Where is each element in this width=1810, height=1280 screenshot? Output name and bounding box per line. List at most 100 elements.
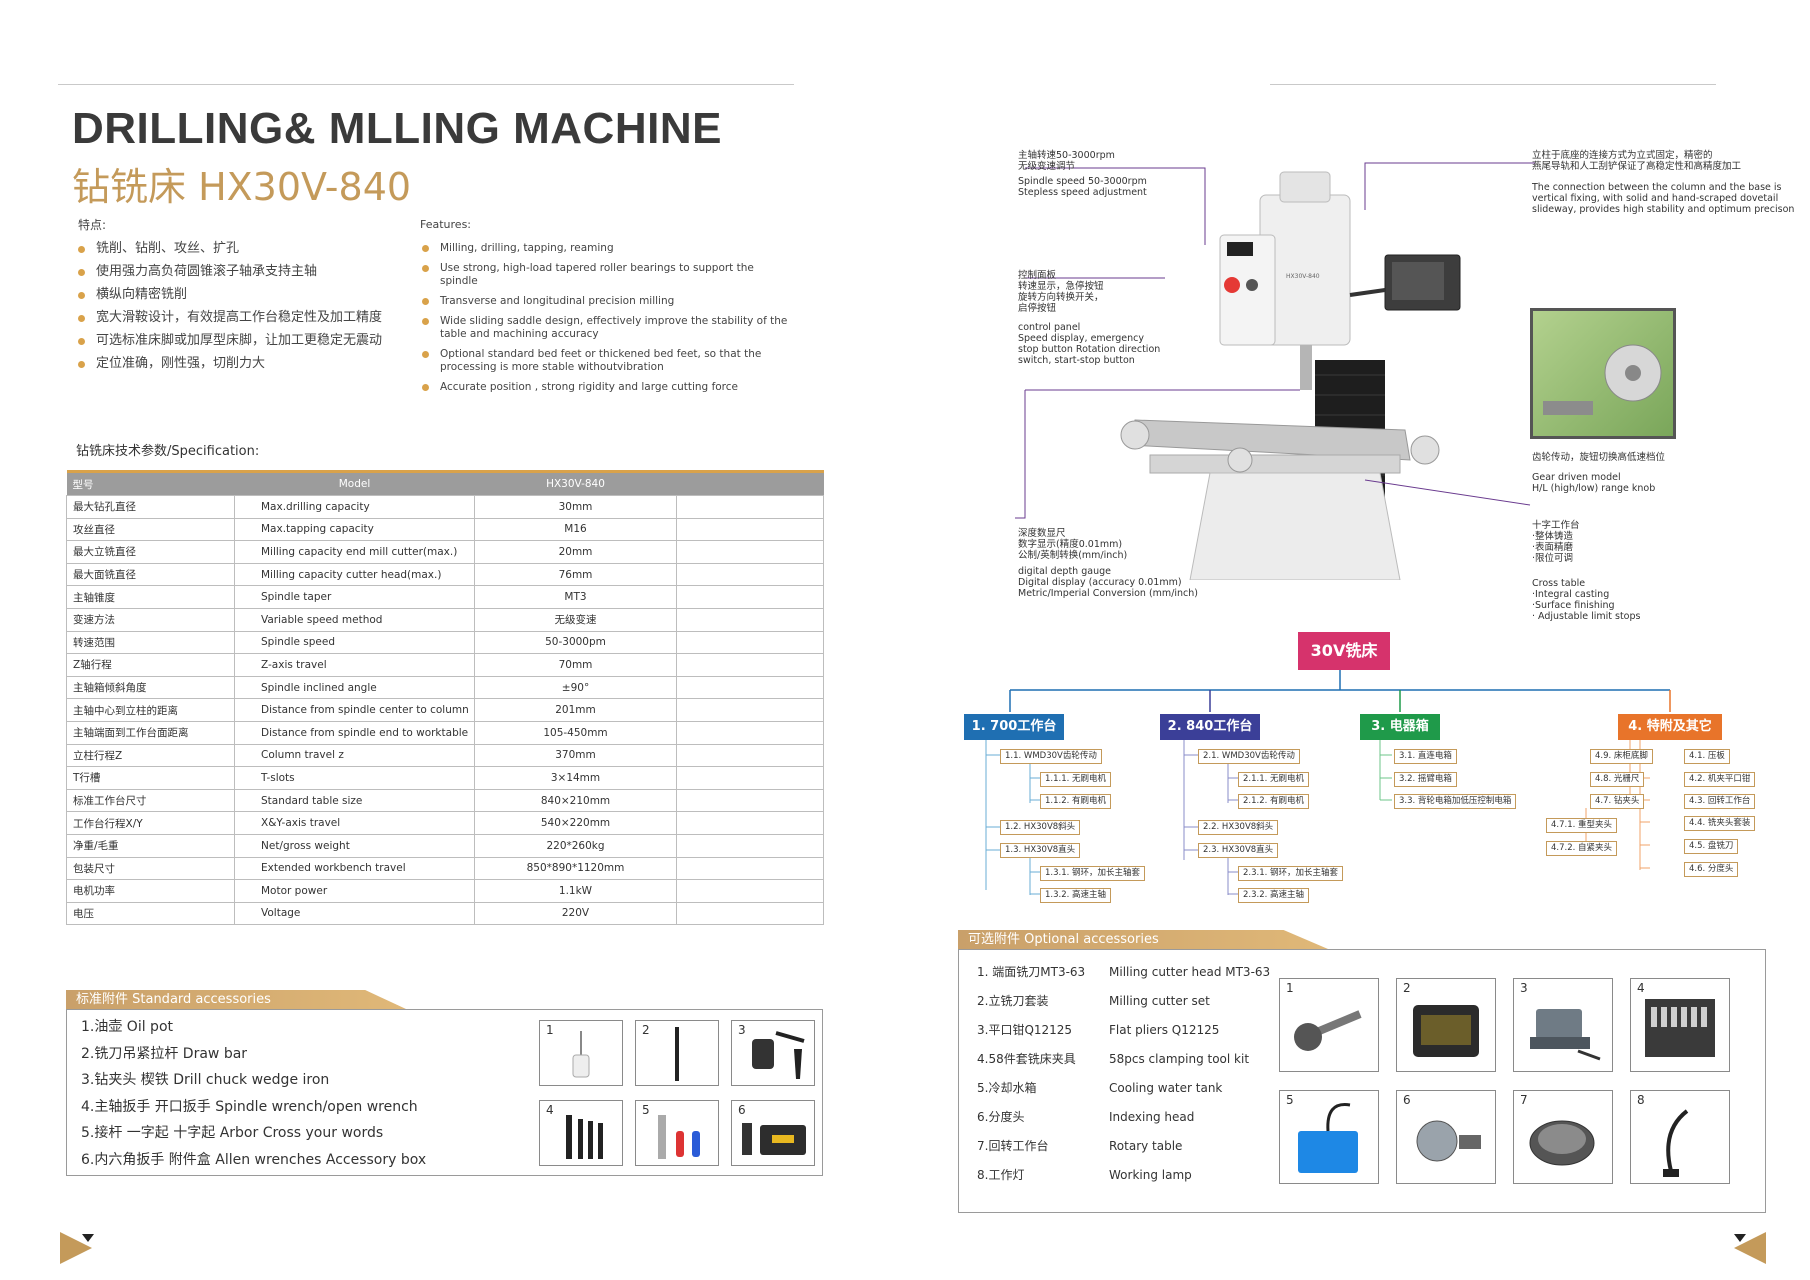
spec-cell-cn: 电机功率 — [66, 879, 235, 903]
tree-node: 1.2. HX30V8斜头 — [1000, 820, 1081, 835]
spec-cell-empty — [676, 540, 824, 564]
tree-node: 4.2. 机夹平口钳 — [1684, 772, 1756, 787]
feature-cn-item: 铣削、钻削、攻丝、扩孔 — [74, 240, 414, 263]
spec-header-empty — [676, 470, 824, 496]
callout-table-cn: 十字工作台 ·整体铸造 ·表面精磨 ·限位可调 — [1532, 520, 1580, 564]
feature-cn-item: 横纵向精密铣削 — [74, 286, 414, 309]
std-thumb-draw-bar: 2 — [635, 1020, 719, 1086]
thumb-number: 3 — [1520, 981, 1528, 995]
spec-cell-cn: 包装尺寸 — [66, 856, 235, 881]
callout-depth-cn: 深度数显尺 数字显示(精度0.01mm) 公制/英制转换(mm/inch) — [1018, 528, 1128, 561]
spec-cell-empty — [676, 743, 824, 768]
standard-accessories-box: 1.油壶 Oil pot 2.铣刀吊紧拉杆 Draw bar 3.钻夹头 楔铁 … — [66, 1009, 823, 1176]
spec-label: 钻铣床技术参数/Specification: — [76, 444, 260, 459]
tree-node: 2.3.1. 钢环，加长主轴套 — [1238, 866, 1344, 881]
spec-cell-cn: 电压 — [66, 901, 235, 926]
spec-header-row: 型号 Model HX30V-840 — [66, 470, 824, 496]
spec-header-cn: 型号 — [66, 470, 235, 496]
feature-en-item: Transverse and longitudinal precision mi… — [418, 295, 788, 308]
spec-cell-en: T-slots — [234, 766, 475, 790]
feature-cn-item: 使用强力高负荷圆锥滚子轴承支持主轴 — [74, 263, 414, 286]
spec-cell-en: Extended workbench travel — [234, 856, 475, 881]
opt-thumb-cutter-head: 1 — [1279, 978, 1379, 1072]
spec-cell-cn: 最大面铣直径 — [66, 562, 235, 587]
features-en-heading: Features: — [420, 218, 472, 231]
tree-node: 4.5. 盘铣刀 — [1684, 839, 1739, 854]
thumb-number: 3 — [738, 1023, 746, 1037]
opt-thumb-cooling-tank: 5 — [1279, 1090, 1379, 1184]
spec-cell-value: 20mm — [474, 540, 677, 564]
spec-cell-cn: 主轴端面到工作台面距离 — [66, 720, 235, 745]
spec-cell-value: 105-450mm — [474, 720, 677, 745]
spec-cell-cn: 变速方法 — [66, 607, 235, 632]
title-en: DRILLING& MLLING MACHINE — [72, 104, 722, 153]
spec-cell-empty — [676, 720, 824, 745]
spec-cell-cn: 工作台行程X/Y — [66, 811, 235, 835]
screwdriver-icon — [658, 1115, 700, 1159]
spec-cell-en: X&Y-axis travel — [234, 811, 475, 835]
spec-cell-value: 50-3000pm — [474, 630, 677, 655]
tree-node: 2.1.2. 有刷电机 — [1238, 794, 1310, 809]
std-acc-item: 5.接杆 一字起 十字起 Arbor Cross your words — [81, 1125, 384, 1141]
spec-cell-en: Net/gross weight — [234, 833, 475, 858]
spec-cell-empty — [676, 675, 824, 700]
spec-cell-empty — [676, 562, 824, 587]
thumb-number: 1 — [1286, 981, 1294, 995]
cutter-set-icon — [1413, 1005, 1479, 1057]
spec-cell-cn: 主轴中心到立柱的距离 — [66, 698, 235, 722]
tree-node: 3.3. 背轮电箱加低压控制电箱 — [1394, 794, 1517, 809]
spec-cell-en: Column travel z — [234, 743, 475, 768]
spec-cell-empty — [676, 833, 824, 858]
spec-cell-value: 无级变速 — [474, 607, 677, 632]
thumb-number: 2 — [642, 1023, 650, 1037]
tree-node: 1.1.1. 无刷电机 — [1040, 772, 1112, 787]
feature-en-item: Milling, drilling, tapping, reaming — [418, 242, 788, 255]
tree-node: 1.3. HX30V8直头 — [1000, 843, 1081, 858]
features-cn-heading: 特点: — [78, 218, 107, 232]
opt-thumb-clamping-kit: 4 — [1630, 978, 1730, 1072]
spec-cell-en: Voltage — [234, 901, 475, 926]
spec-cell-value: 76mm — [474, 562, 677, 587]
tree-node: 4.8. 光栅尺 — [1590, 772, 1645, 787]
thumb-number: 7 — [1520, 1093, 1528, 1107]
callout-column-en: The connection between the column and th… — [1532, 182, 1795, 215]
spec-cell-empty — [676, 517, 824, 542]
top-rule-right — [1270, 84, 1716, 85]
standard-accessories-tab: 标准附件 Standard accessories — [66, 990, 406, 1009]
features-en-list: Milling, drilling, tapping, reaming Use … — [418, 242, 788, 401]
indexing-head-icon — [1416, 1120, 1481, 1162]
spec-cell-empty — [676, 585, 824, 609]
tree-node: 1.1. WMD30V齿轮传动 — [1000, 749, 1102, 764]
tree-node: 4.7.1. 重型夹头 — [1546, 818, 1618, 833]
tree-branch-4: 4. 特附及其它 — [1618, 714, 1722, 740]
callout-gear-cn: 齿轮传动，旋钮切换高低速档位 — [1532, 452, 1666, 463]
spec-cell-en: Distance from spindle center to column — [234, 698, 475, 722]
tree-node: 2.1.1. 无刷电机 — [1238, 772, 1310, 787]
callout-panel-cn: 控制面板 转速显示，急停按钮 旋转方向转换开关， 启停按钮 — [1018, 270, 1104, 314]
standard-accessories-list: 1.油壶 Oil pot 2.铣刀吊紧拉杆 Draw bar 3.钻夹头 楔铁 … — [81, 1014, 426, 1173]
spec-cell-value: M16 — [474, 517, 677, 542]
tree-branch-2: 2. 840工作台 — [1160, 714, 1260, 740]
spec-header-model: Model — [234, 470, 475, 496]
std-thumb-screwdrivers: 5 — [635, 1100, 719, 1166]
std-thumb-oil-pot: 1 — [539, 1020, 623, 1086]
spec-cell-cn: T行槽 — [66, 766, 235, 790]
opt-thumb-working-lamp: 8 — [1630, 1090, 1730, 1184]
spec-header-value: HX30V-840 — [474, 470, 677, 496]
spec-cell-en: Max.tapping capacity — [234, 517, 475, 542]
